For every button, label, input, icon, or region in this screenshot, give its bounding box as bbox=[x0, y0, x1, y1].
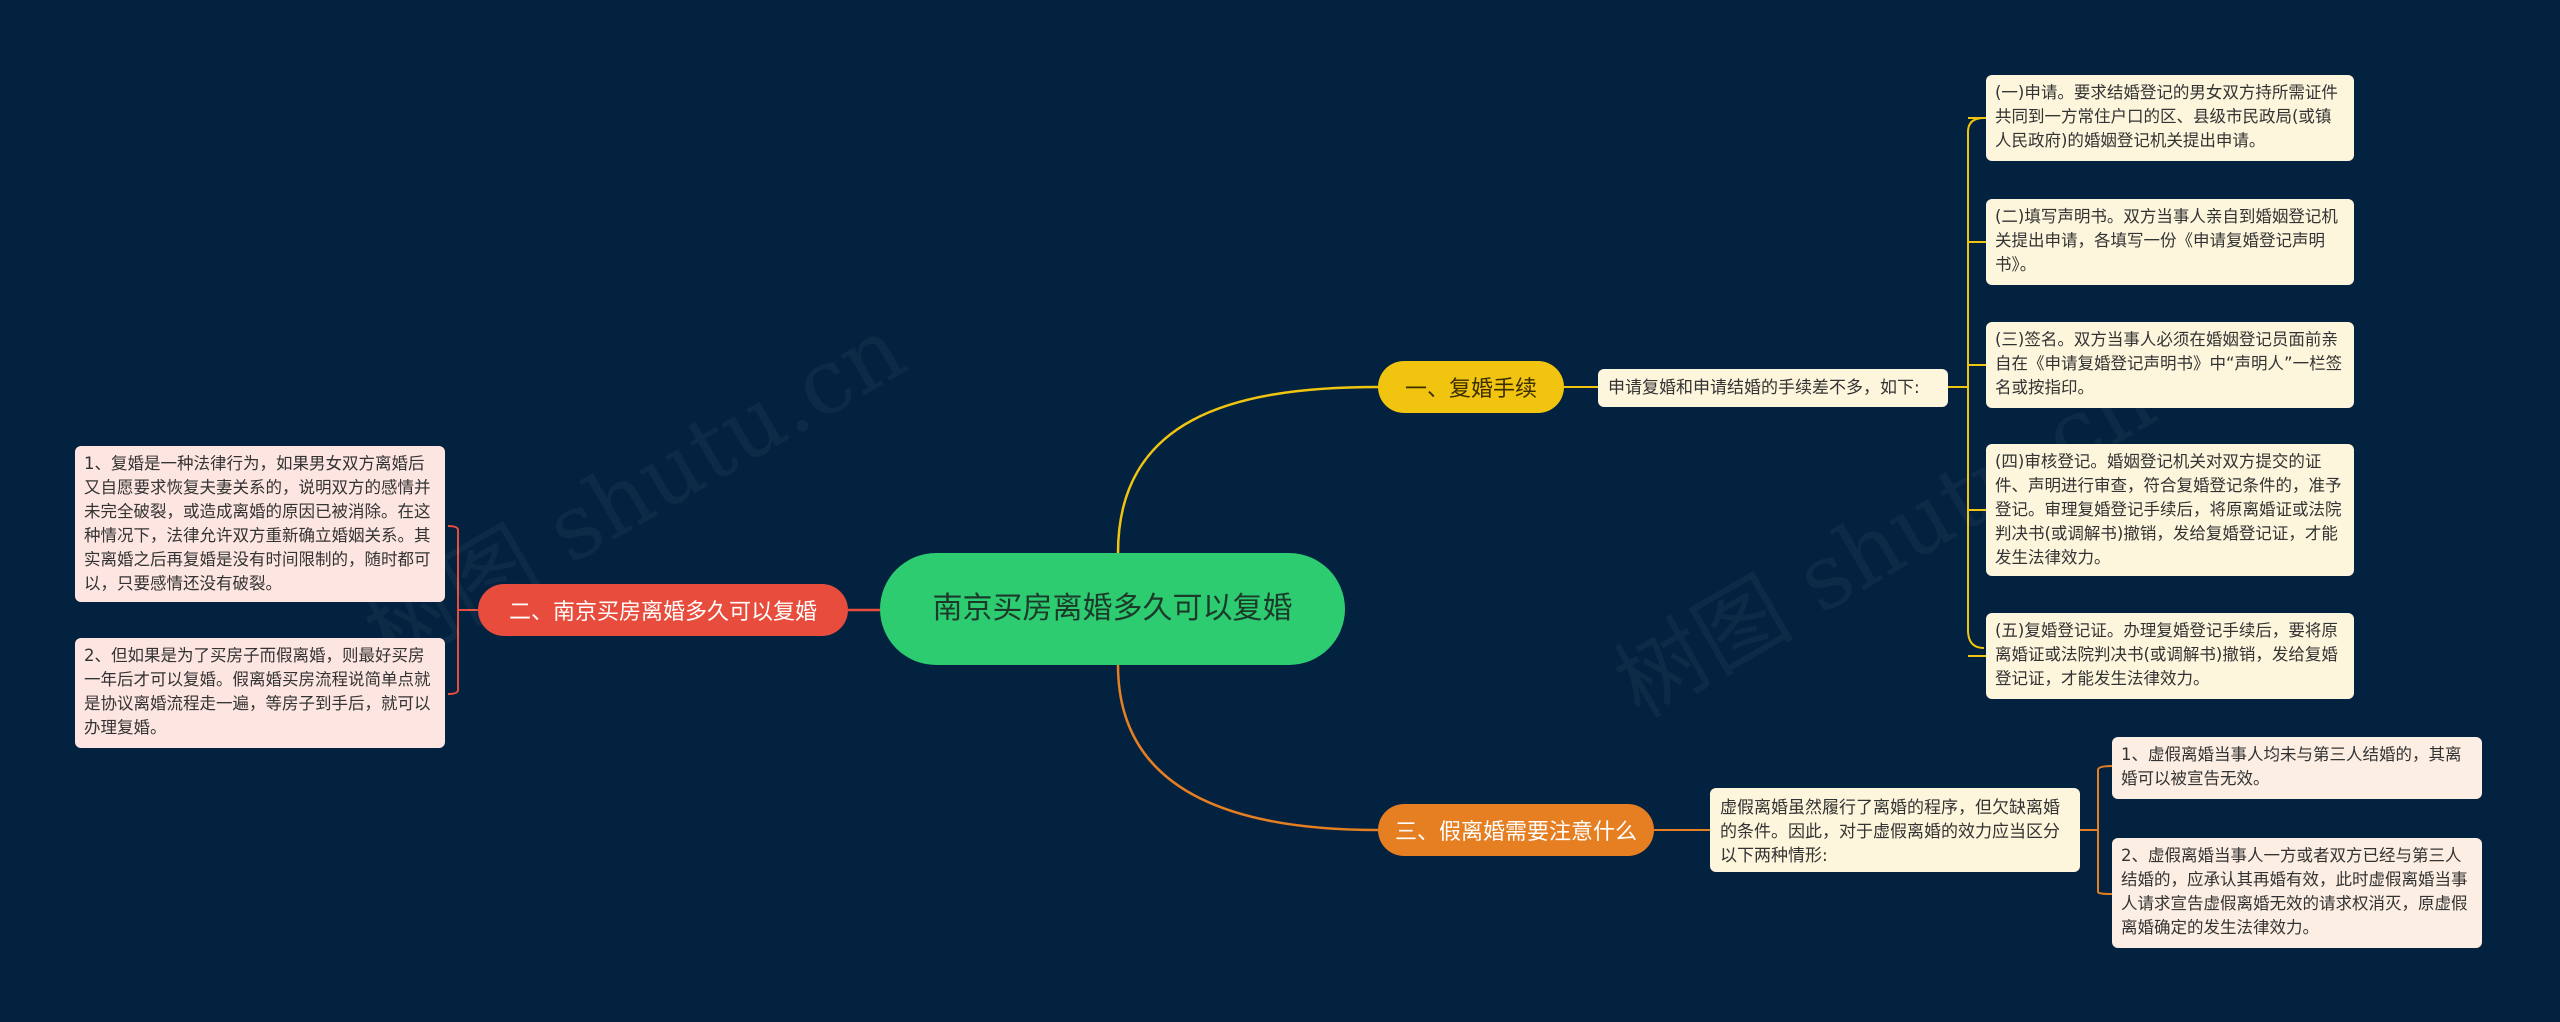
link-b2-bracket bbox=[447, 525, 478, 695]
link-root-b3 bbox=[1116, 664, 1379, 832]
branch-1-summary[interactable]: 申请复婚和申请结婚的手续差不多，如下: bbox=[1598, 369, 1948, 407]
root-node[interactable]: 南京买房离婚多久可以复婚 bbox=[880, 553, 1345, 665]
link-root-b1 bbox=[1116, 385, 1379, 554]
branch-3-item-1[interactable]: 1、虚假离婚当事人均未与第三人结婚的，其离婚可以被宣告无效。 bbox=[2112, 737, 2482, 799]
branch-1-item-3[interactable]: (三)签名。双方当事人必须在婚姻登记员面前亲自在《申请复婚登记声明书》中“声明人… bbox=[1986, 322, 2354, 408]
branch-3-summary[interactable]: 虚假离婚虽然履行了离婚的程序，但欠缺离婚的条件。因此，对于虚假离婚的效力应当区分… bbox=[1710, 788, 2080, 872]
branch-3-item-2[interactable]: 2、虚假离婚当事人一方或者双方已经与第三人结婚的，应承认其再婚有效，此时虚假离婚… bbox=[2112, 838, 2482, 948]
branch-1-item-2[interactable]: (二)填写声明书。双方当事人亲自到婚姻登记机关提出申请，各填写一份《申请复婚登记… bbox=[1986, 199, 2354, 285]
branch-1-item-4[interactable]: (四)审核登记。婚姻登记机关对双方提交的证件、声明进行审查，符合复婚登记条件的，… bbox=[1986, 444, 2354, 576]
link-b1-bracket bbox=[1948, 117, 1985, 649]
link-b3-bracket bbox=[2080, 765, 2113, 895]
branch-remarriage-timing[interactable]: 二、南京买房离婚多久可以复婚 bbox=[478, 584, 848, 636]
branch-2-item-2[interactable]: 2、但如果是为了买房子而假离婚，则最好买房一年后才可以复婚。假离婚买房流程说简单… bbox=[75, 638, 445, 748]
branch-remarriage-procedure[interactable]: 一、复婚手续 bbox=[1378, 361, 1564, 413]
branch-2-item-1[interactable]: 1、复婚是一种法律行为，如果男女双方离婚后又自愿要求恢复夫妻关系的，说明双方的感… bbox=[75, 446, 445, 602]
branch-fake-divorce-notes[interactable]: 三、假离婚需要注意什么 bbox=[1378, 804, 1654, 856]
branch-1-item-1[interactable]: (一)申请。要求结婚登记的男女双方持所需证件共同到一方常住户口的区、县级市民政局… bbox=[1986, 75, 2354, 161]
branch-1-item-5[interactable]: (五)复婚登记证。办理复婚登记手续后，要将原离婚证或法院判决书(或调解书)撤销，… bbox=[1986, 613, 2354, 699]
